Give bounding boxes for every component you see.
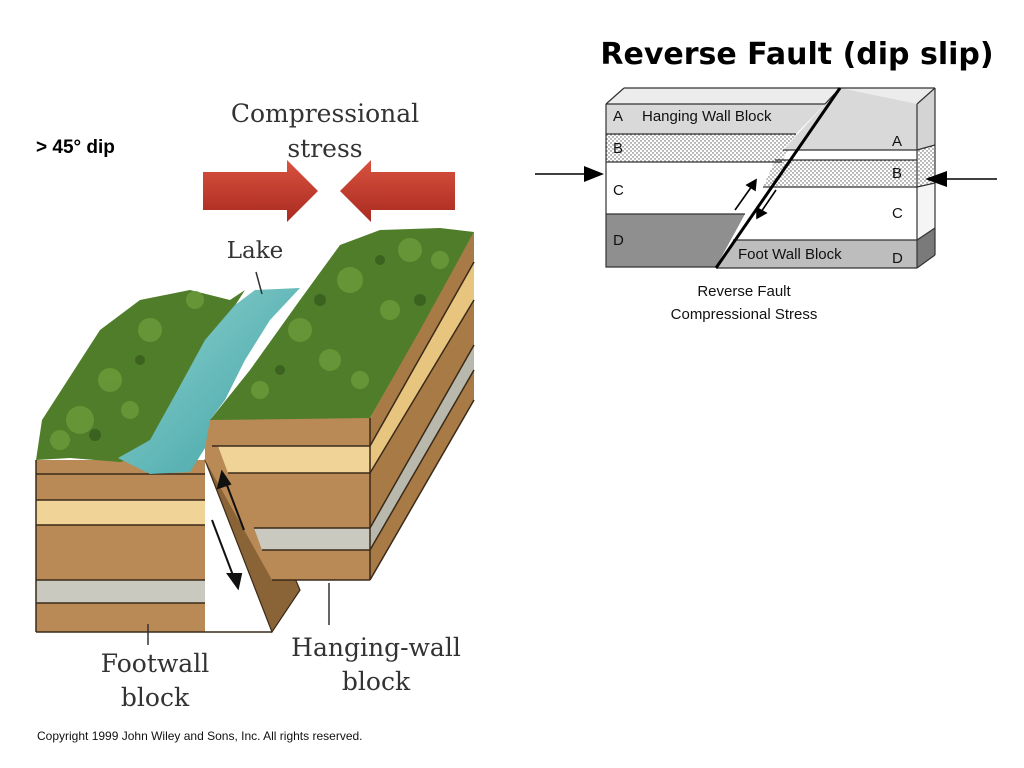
slide-title: Reverse Fault (dip slip) (600, 37, 993, 72)
lake (118, 288, 300, 474)
letter-a-right: A (892, 133, 902, 150)
footwall-front-face (35, 460, 272, 633)
hanging-wall-front-face (205, 418, 370, 581)
hanging-wall-label-line2: block (342, 667, 411, 696)
hanging-wall-label-line1: Hanging-wall (291, 633, 461, 662)
hanging-wall-side-face (369, 232, 475, 581)
letter-c-left: C (613, 182, 624, 199)
letter-b-left: B (613, 140, 623, 157)
foot-wall-block-label: Foot Wall Block (738, 246, 842, 263)
dip-note: > 45° dip (36, 137, 115, 158)
stress-label-line1: Compressional (231, 99, 419, 128)
hanging-wall-block-label: Hanging Wall Block (642, 108, 772, 125)
schematic-compression-arrows (535, 166, 997, 187)
lake-leader (255, 271, 263, 295)
letter-b-right: B (892, 165, 902, 182)
schematic-caption-line1: Reverse Fault (697, 283, 791, 300)
schematic: A B C D A B C D Hanging Wall Block Foot … (535, 87, 997, 323)
footwall-label-line1: Footwall (101, 649, 209, 678)
copyright: Copyright 1999 John Wiley and Sons, Inc.… (37, 729, 363, 743)
footwall-label-line2: block (121, 683, 190, 712)
compression-arrow-left (340, 160, 455, 222)
block-diagram: Compressional stress (35, 99, 475, 743)
letter-a-left: A (613, 108, 623, 125)
schematic-caption-line2: Compressional Stress (671, 306, 818, 323)
stress-label-line2: stress (287, 134, 362, 163)
letter-c-right: C (892, 205, 903, 222)
schematic-fault-line (714, 87, 842, 269)
slip-arrows (211, 469, 245, 591)
schematic-slip-arrows (734, 178, 777, 220)
letter-d-left: D (613, 232, 624, 249)
letter-d-right: D (892, 250, 903, 267)
lake-label: Lake (227, 238, 284, 264)
compression-arrow-right (203, 160, 318, 222)
